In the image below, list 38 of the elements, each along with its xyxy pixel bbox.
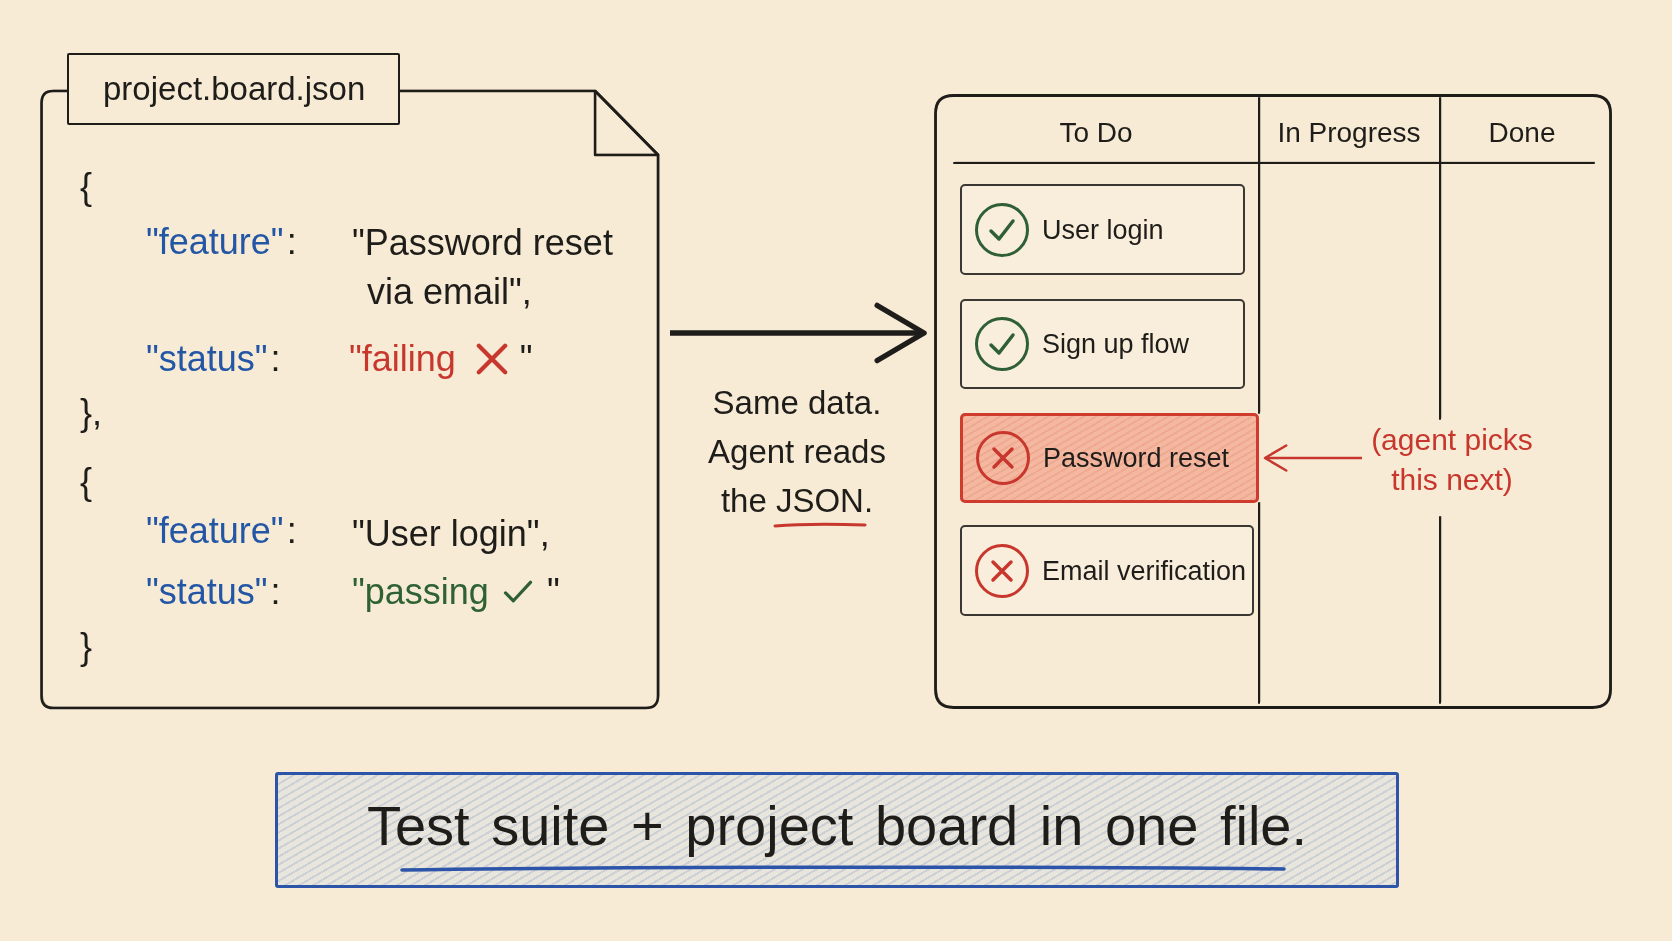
- edge-label: Same data. Agent reads the JSON.: [707, 383, 887, 521]
- arrow: [670, 302, 927, 364]
- card-title: Password reset: [1043, 442, 1230, 474]
- code-colon: :: [270, 337, 281, 381]
- json-key: "status": [146, 570, 268, 614]
- column-header: Done: [1488, 116, 1556, 150]
- annotation-text: (agent picks this next): [1368, 420, 1536, 500]
- code-colon: :: [286, 509, 297, 553]
- status-value: "failing: [349, 337, 456, 381]
- json-value: "Password reset via email",: [352, 221, 614, 314]
- file-card: [40, 53, 660, 710]
- code-quote: ": [546, 570, 560, 614]
- json-key: "feature": [146, 220, 284, 264]
- code-brace: },: [80, 391, 103, 435]
- code-colon: :: [286, 220, 297, 264]
- card-title: Email verification: [1042, 554, 1247, 587]
- banner-text: Test suite + project board in one file.: [366, 794, 1308, 858]
- kanban-board: [934, 94, 1612, 709]
- task-card: [960, 413, 1259, 503]
- column-header: In Progress: [1277, 116, 1421, 150]
- code-quote: ": [519, 337, 533, 381]
- task-card: [960, 299, 1245, 389]
- task-card: [960, 184, 1245, 275]
- code-brace: }: [80, 625, 93, 669]
- column-header: To Do: [1059, 116, 1133, 150]
- code-brace: {: [80, 460, 93, 504]
- banner-box: [275, 772, 1399, 888]
- task-card: [960, 525, 1254, 616]
- card-title: User login: [1042, 213, 1164, 246]
- code-brace: {: [80, 165, 93, 209]
- json-value: "User login",: [352, 512, 550, 556]
- json-key: "status": [146, 337, 268, 381]
- file-tab: project.board.json: [67, 53, 400, 125]
- json-key: "feature": [146, 509, 284, 553]
- arrow: [1263, 444, 1362, 472]
- card-title: Sign up flow: [1042, 328, 1190, 360]
- code-colon: :: [270, 570, 281, 614]
- status-value: "passing: [352, 570, 489, 614]
